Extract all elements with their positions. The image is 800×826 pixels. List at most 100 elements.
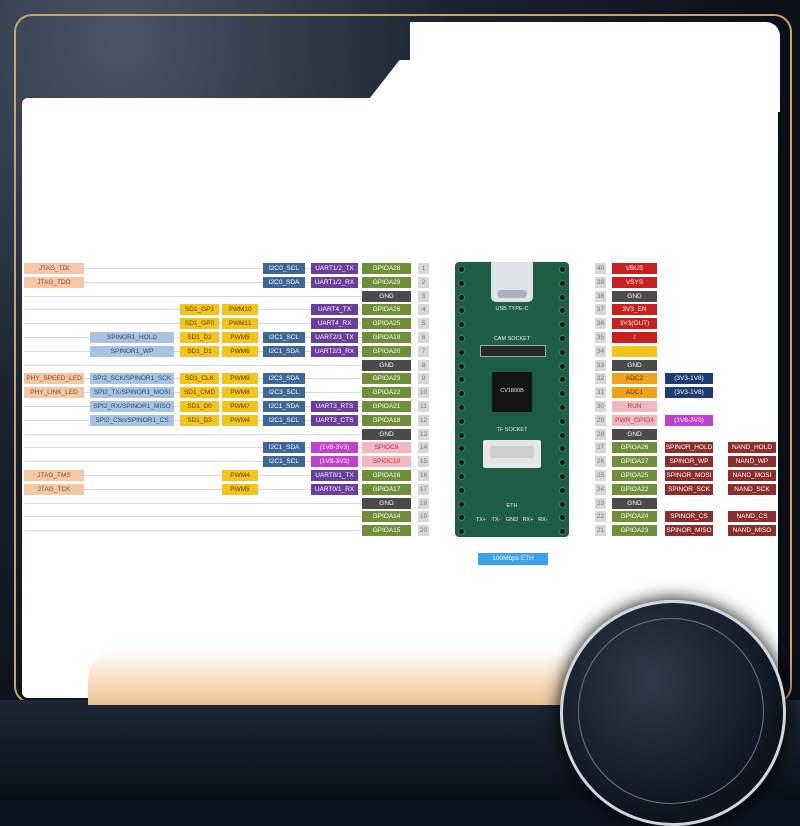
right-pin-label: GND <box>612 497 657 509</box>
pin-guide-line <box>24 502 410 504</box>
left-pin-label: I2C3_SCL <box>263 387 305 399</box>
right-pin-label: NAND_SCK <box>728 483 776 495</box>
right-pin-number: 30 <box>595 401 606 412</box>
left-pin-label: SPINOR1_WP <box>90 345 174 357</box>
right-pin-label: PWR_GPIO4 <box>612 414 657 426</box>
board-pad <box>559 473 566 480</box>
left-pin-label: UART1/2_TX <box>311 263 358 274</box>
board-pad <box>559 500 566 508</box>
board-pad <box>559 390 566 398</box>
left-pin-label: SPIOC9 <box>362 442 411 454</box>
board-pad <box>559 348 566 356</box>
left-pin-label: JTAG_TMS <box>24 470 84 481</box>
board-pad <box>458 417 465 425</box>
board-pad <box>559 417 566 425</box>
right-pin-number: 29 <box>595 414 606 426</box>
left-pin-number: 9 <box>418 373 429 385</box>
board-pad <box>559 279 566 287</box>
right-pin-label: GPIOA24 <box>612 511 657 523</box>
eth-caption: 100Mbps ETH <box>478 553 548 565</box>
left-pin-label: SD1_D1 <box>180 345 219 357</box>
eth-pin-label: GND <box>505 517 519 523</box>
left-pin-label: PWM8 <box>222 387 258 399</box>
eth-label: ETH <box>506 503 518 509</box>
right-pin-number: 26 <box>595 456 606 468</box>
right-pin-number: 33 <box>595 359 606 371</box>
board-pad <box>458 431 465 439</box>
left-pin-label: I2C1_SDA <box>263 401 305 412</box>
right-pin-label: 3V3_EN <box>612 304 657 316</box>
left-pin-label: UART1/2_RX <box>311 276 358 288</box>
board-pad <box>458 321 465 329</box>
left-pin-label: UART4_RX <box>311 318 358 330</box>
right-pin-label: SPINOR_MISO <box>665 525 713 537</box>
left-pin-label: GPIOA22 <box>362 387 411 399</box>
left-pin-label: GND <box>362 497 411 509</box>
right-pin-label: SPINOR_WP <box>665 456 713 468</box>
right-pin-label: GPIOA27 <box>612 456 657 468</box>
left-pin-number: 12 <box>418 414 429 426</box>
board-pad <box>559 293 566 301</box>
left-pin-label: GPIOA20 <box>362 345 411 357</box>
left-pin-label: GPIOA15 <box>362 525 411 537</box>
peach-pedestal <box>88 650 608 705</box>
board-pad <box>559 528 566 536</box>
left-pin-number: 6 <box>418 332 429 343</box>
board-pad <box>458 376 465 384</box>
chip-label: CV1800B <box>500 388 524 394</box>
right-pin-label: GND <box>612 359 657 371</box>
pin-guide-line <box>24 447 410 449</box>
right-pin-number: 36 <box>595 318 606 330</box>
board-pad <box>559 459 566 467</box>
right-pin-label: GPIOA25 <box>612 470 657 481</box>
board-pad <box>559 266 566 273</box>
right-pin-number: 21 <box>595 525 606 537</box>
left-pin-number: 2 <box>418 276 429 288</box>
board-pad <box>458 486 465 494</box>
left-pin-label: PWM10 <box>222 304 258 316</box>
right-pin-label: GPIOA26 <box>612 442 657 454</box>
right-pin-label: GPIOA23 <box>612 525 657 537</box>
right-pin-number: 22 <box>595 511 606 523</box>
right-pin-number: 38 <box>595 290 606 302</box>
left-pin-label: PWM6 <box>222 345 258 357</box>
cam-socket <box>480 345 546 357</box>
left-pin-number: 13 <box>418 428 429 440</box>
board-pad <box>559 404 566 411</box>
usb-type-c-port <box>497 290 527 298</box>
right-pin-label: NAND_CS <box>728 511 776 523</box>
left-pin-label: (1V8-3V3) <box>311 442 358 454</box>
board-pad <box>458 528 465 536</box>
left-pin-label: PWM11 <box>222 318 258 330</box>
right-pin-number: 25 <box>595 470 606 481</box>
pin-guide-line <box>24 433 410 435</box>
left-pin-label: PHY_LINK_LED <box>24 387 84 399</box>
board-pad <box>458 335 465 342</box>
left-pin-label: I2C0_SCL <box>263 263 305 274</box>
right-pin-label: NAND_MISO <box>728 525 776 537</box>
board-pad <box>458 404 465 411</box>
right-pin-label: (3V3-1V8) <box>665 387 713 399</box>
left-pin-label: GPIOA18 <box>362 414 411 426</box>
left-pin-number: 4 <box>418 304 429 316</box>
left-pin-label: SD1_CMD <box>180 387 219 399</box>
left-pin-label: PHY_SPEED_LED <box>24 373 84 385</box>
left-pin-number: 15 <box>418 456 429 468</box>
board-pad <box>559 376 566 384</box>
left-pin-label: I2C3_SDA <box>263 373 305 385</box>
left-pin-number: 1 <box>418 263 429 274</box>
board-pad <box>559 445 566 453</box>
left-pin-label: SD1_GP0 <box>180 318 219 330</box>
left-pin-label: JTAG_TDO <box>24 276 84 288</box>
tf-slot <box>490 446 534 458</box>
left-pin-label: (1V8-3V3) <box>311 456 358 468</box>
left-pin-label: I2C1_SDA <box>263 345 305 357</box>
right-pin-label: / <box>612 332 657 343</box>
left-pin-label: SPI2_RX/SPINOR1_MISO <box>90 401 174 412</box>
right-pin-label: NAND_HOLD <box>728 442 776 454</box>
eth-pin-label: TX- <box>491 517 501 523</box>
left-pin-label: SPI2_SCK/SPINOR1_SCK <box>90 373 174 385</box>
right-pin-label: NAND_MOSI <box>728 470 776 481</box>
left-pin-label: SD1_D3 <box>180 414 219 426</box>
board-pad <box>559 335 566 342</box>
